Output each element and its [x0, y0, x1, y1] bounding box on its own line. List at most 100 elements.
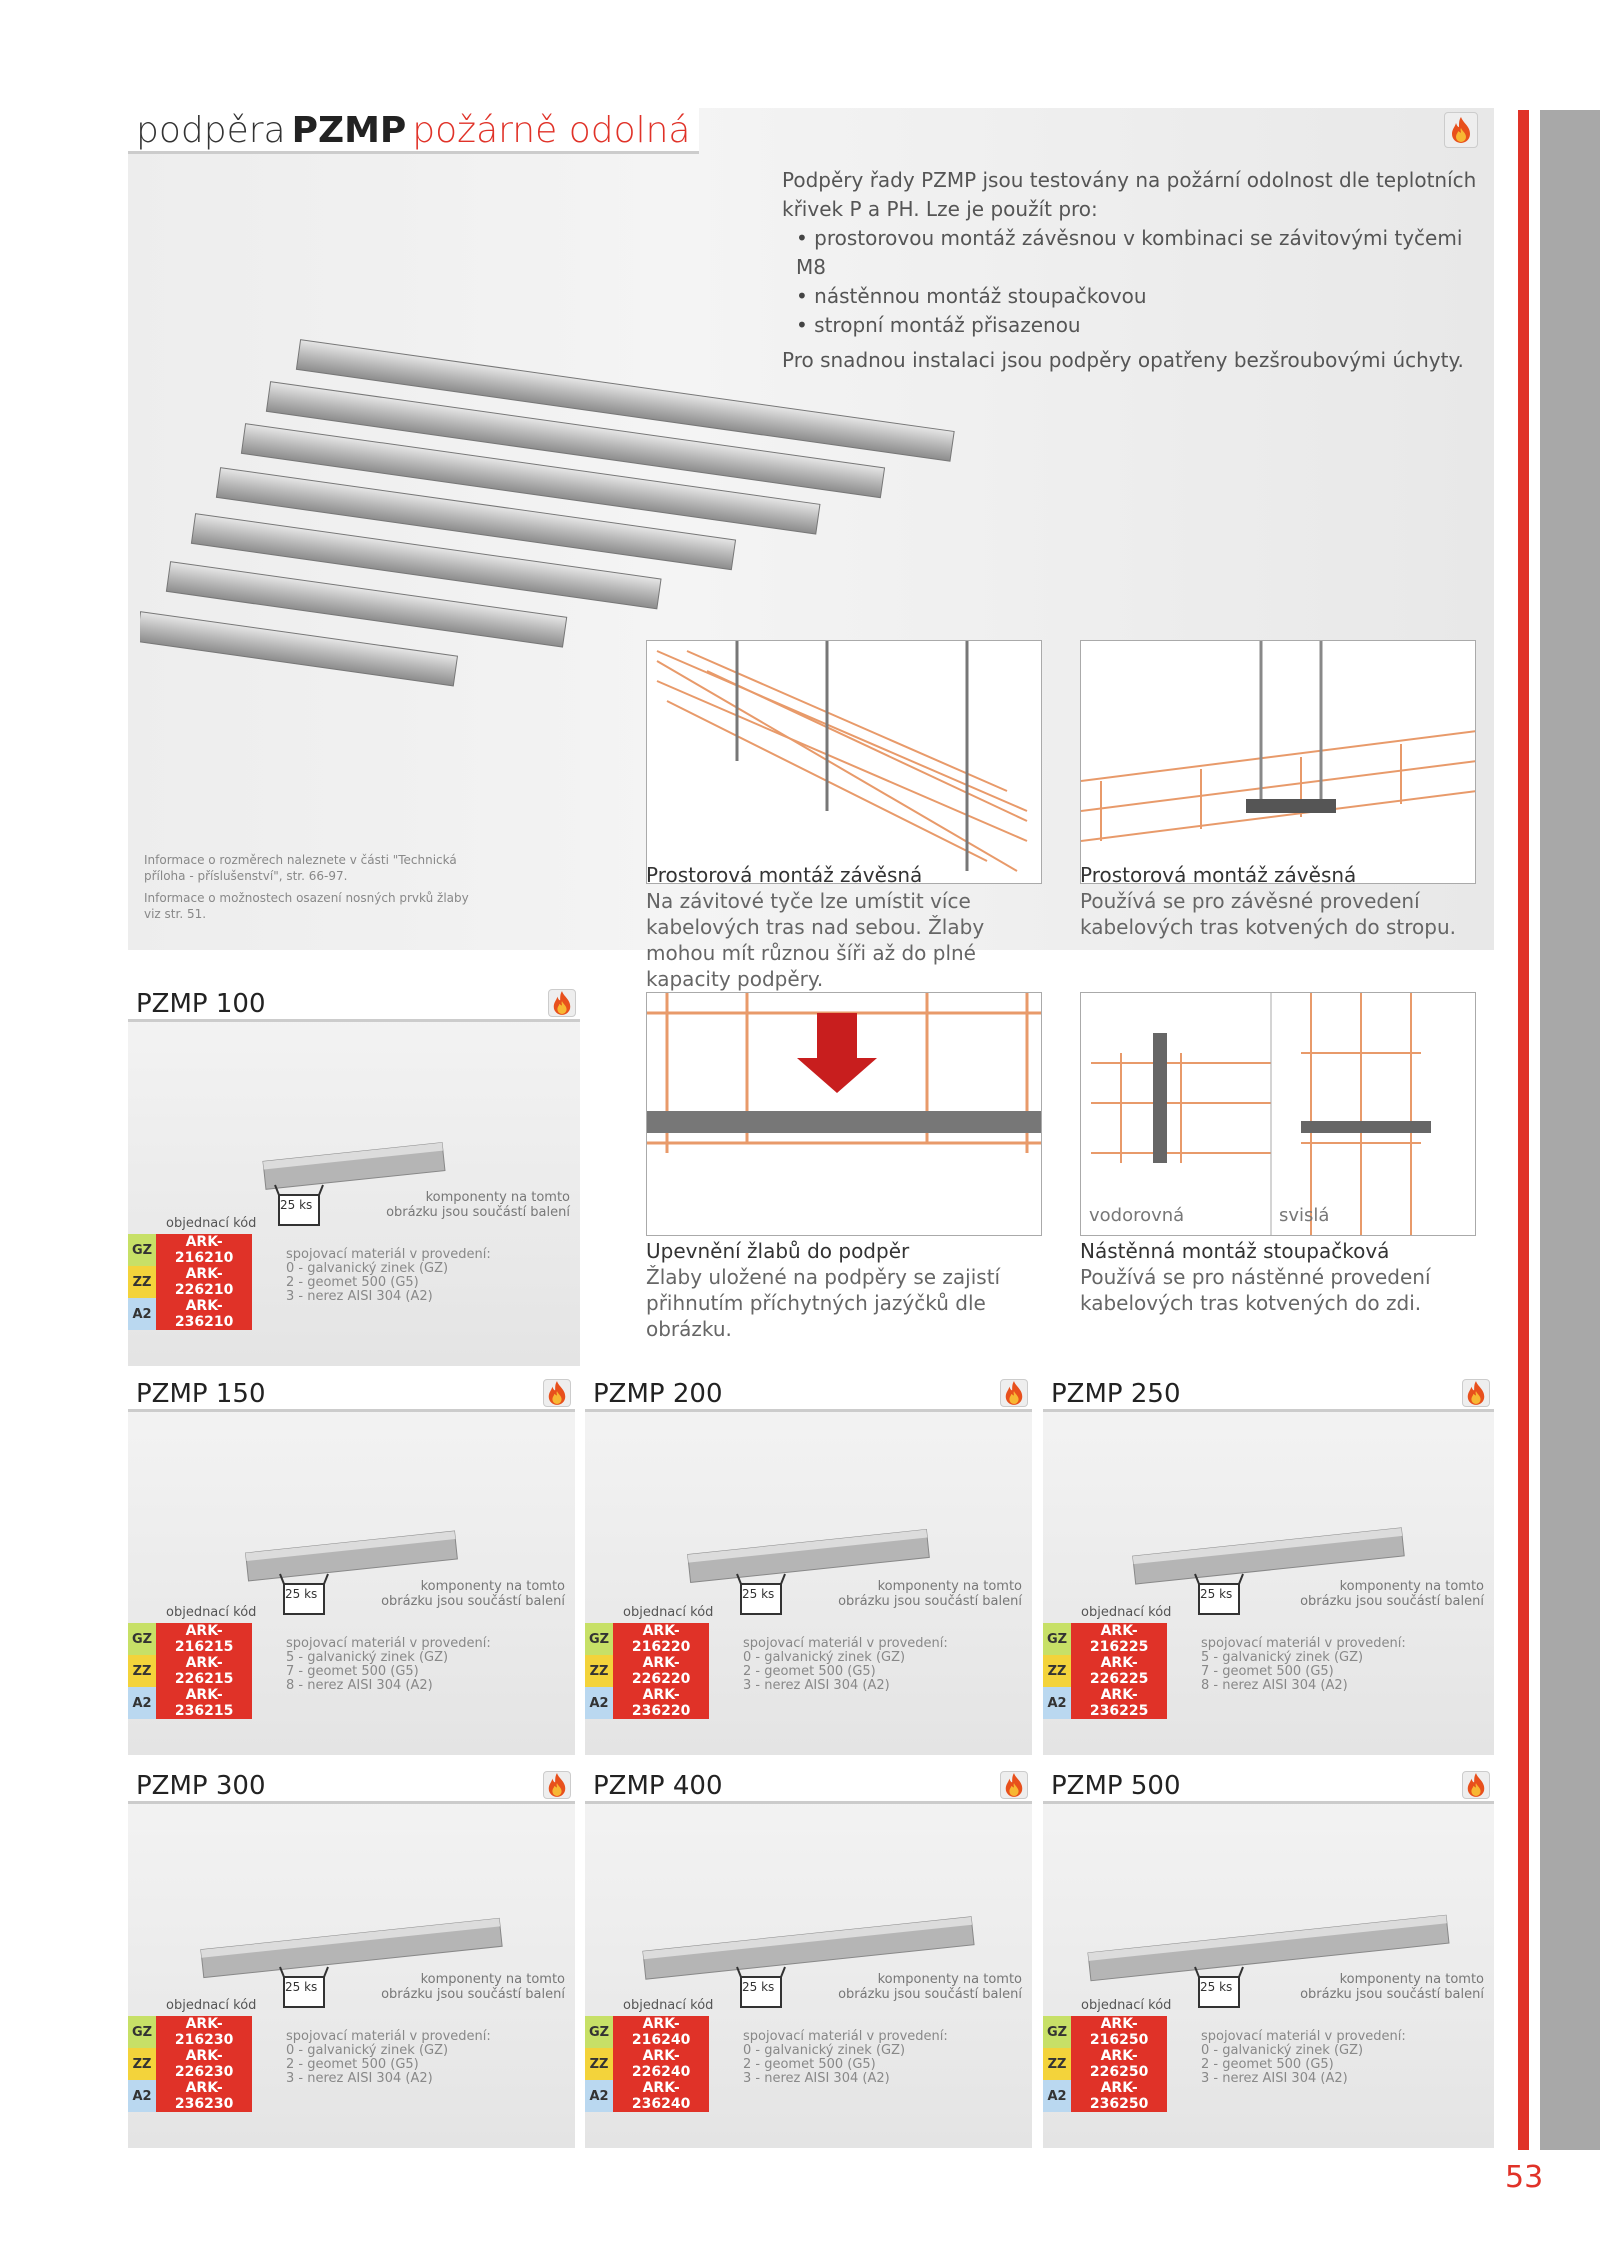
product-card: PZMP 100 objednací kód 25 ks komponenty …: [128, 989, 580, 1366]
finish-key: ZZ: [1043, 2048, 1072, 2080]
product-illustration: [687, 1528, 930, 1584]
components-note: komponenty na tomto obrázku jsou součást…: [381, 1972, 565, 2002]
package-count: 25 ks: [1200, 1587, 1233, 1601]
product-title: PZMP 300: [128, 1771, 575, 1804]
finish-key: A2: [128, 1687, 157, 1719]
finish-key: GZ: [585, 2016, 614, 2048]
materials: spojovací materiál v provedení: 0 - galv…: [1201, 2029, 1406, 2086]
order-code: ARK-216230: [156, 2016, 253, 2048]
order-code: ARK-216215: [156, 1623, 253, 1655]
components-note: komponenty na tomto obrázku jsou součást…: [1300, 1579, 1484, 1609]
materials: spojovací materiál v provedení: 5 - galv…: [1201, 1636, 1406, 1693]
order-code: ARK-236215: [156, 1687, 253, 1719]
fire-icon: [548, 989, 576, 1017]
package-count: 25 ks: [742, 1587, 775, 1601]
components-note: komponenty na tomto obrázku jsou součást…: [381, 1579, 565, 1609]
package-icon: [1194, 1966, 1244, 2008]
package-icon: [279, 1573, 329, 1615]
components-note: komponenty na tomto obrázku jsou součást…: [386, 1190, 570, 1220]
components-note: komponenty na tomto obrázku jsou součást…: [838, 1972, 1022, 2002]
finish-key: A2: [585, 1687, 614, 1719]
finish-key: A2: [1043, 2080, 1072, 2112]
fire-icon: [1444, 112, 1478, 148]
product-title: PZMP 200: [585, 1379, 1032, 1412]
side-accent-grey: [1540, 110, 1600, 2150]
photo-wall-mounting: vodorovná svislá: [1080, 992, 1476, 1236]
order-code: ARK-236220: [613, 1687, 710, 1719]
product-card: PZMP 150 objednací kód 25 ks komponenty …: [128, 1379, 575, 1755]
product-card: PZMP 200 objednací kód 25 ks komponenty …: [585, 1379, 1032, 1755]
order-label: objednací kód: [623, 1998, 714, 2013]
order-label: objednací kód: [623, 1605, 714, 1620]
order-code: ARK-226210: [156, 1266, 253, 1298]
package-count: 25 ks: [1200, 1980, 1233, 1994]
order-code: ARK-226215: [156, 1655, 253, 1687]
order-code: ARK-236250: [1071, 2080, 1168, 2112]
order-code: ARK-226230: [156, 2048, 253, 2080]
finish-key: GZ: [1043, 1623, 1072, 1655]
fire-icon: [1462, 1379, 1490, 1407]
components-note: komponenty na tomto obrázku jsou součást…: [1300, 1972, 1484, 2002]
finish-key: GZ: [128, 1623, 157, 1655]
finish-key: GZ: [1043, 2016, 1072, 2048]
intro-list: prostorovou montáž závěsnou v kombinaci …: [782, 224, 1482, 340]
photo-fixing-trays: [646, 992, 1042, 1236]
package-icon: [274, 1184, 324, 1226]
order-code: ARK-216210: [156, 1234, 253, 1266]
order-code: ARK-236225: [1071, 1687, 1168, 1719]
order-label: objednací kód: [1081, 1998, 1172, 2013]
order-code: ARK-226240: [613, 2048, 710, 2080]
order-label: objednací kód: [166, 1605, 257, 1620]
order-label: objednací kód: [1081, 1605, 1172, 1620]
order-code: ARK-236210: [156, 1298, 253, 1330]
intro-text: Podpěry řady PZMP jsou testovány na požá…: [782, 166, 1482, 375]
fire-icon: [1462, 1771, 1490, 1799]
package-icon: [279, 1966, 329, 2008]
order-code: ARK-236230: [156, 2080, 253, 2112]
profiles-illustration: [140, 339, 955, 687]
order-code: ARK-226250: [1071, 2048, 1168, 2080]
product-card: PZMP 400 objednací kód 25 ks komponenty …: [585, 1771, 1032, 2148]
package-icon: [736, 1966, 786, 2008]
product-illustration: [642, 1916, 975, 1980]
product-illustration: [1132, 1527, 1405, 1585]
product-illustration: [200, 1917, 503, 1979]
fire-icon: [1000, 1379, 1028, 1407]
order-code: ARK-216220: [613, 1623, 710, 1655]
product-illustration: [1087, 1914, 1450, 1982]
order-code: ARK-216240: [613, 2016, 710, 2048]
finish-key: ZZ: [128, 2048, 157, 2080]
label-vertical: svislá: [1279, 1205, 1330, 1226]
photo-caption-4: Nástěnná montáž stoupačková Používá se p…: [1080, 1239, 1431, 1315]
finish-key: GZ: [128, 2016, 157, 2048]
finish-key: ZZ: [128, 1266, 157, 1298]
order-code: ARK-216250: [1071, 2016, 1168, 2048]
components-note: komponenty na tomto obrázku jsou součást…: [838, 1579, 1022, 1609]
product-title: PZMP 100: [128, 989, 580, 1022]
materials: spojovací materiál v provedení: 0 - galv…: [743, 2029, 948, 2086]
finish-key: ZZ: [128, 1655, 157, 1687]
product-card: PZMP 300 objednací kód 25 ks komponenty …: [128, 1771, 575, 2148]
product-illustration: [245, 1530, 458, 1582]
order-label: objednací kód: [166, 1216, 257, 1231]
finish-key: ZZ: [1043, 1655, 1072, 1687]
package-count: 25 ks: [285, 1980, 318, 1994]
product-title: PZMP 500: [1043, 1771, 1494, 1804]
package-count: 25 ks: [285, 1587, 318, 1601]
finish-key: A2: [128, 2080, 157, 2112]
